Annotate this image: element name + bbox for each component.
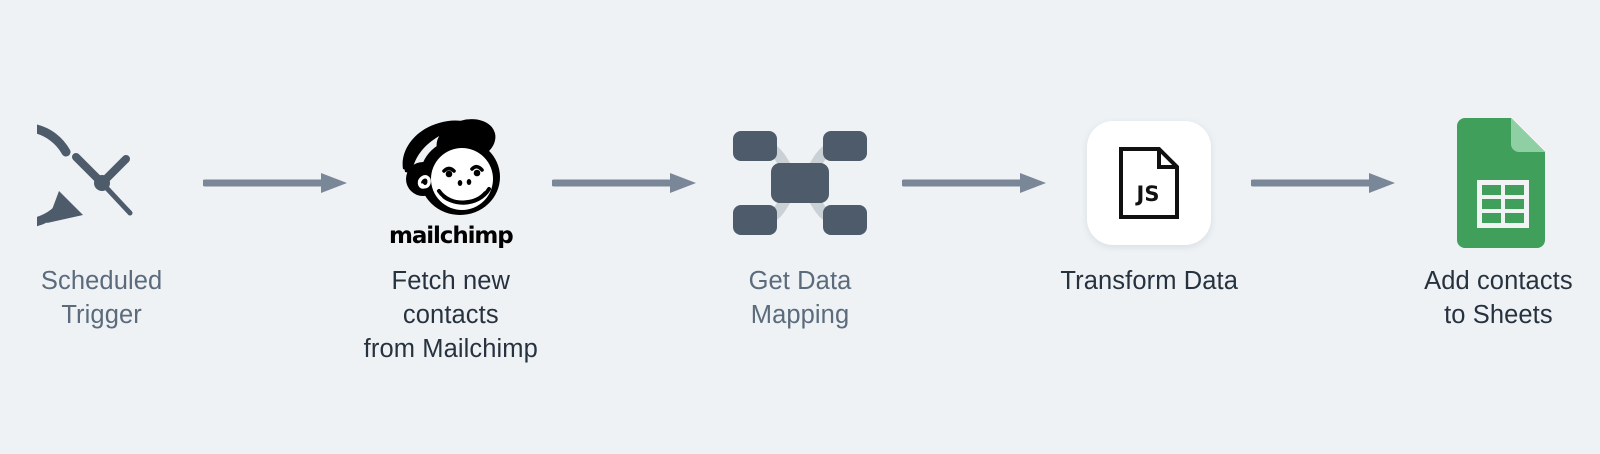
google-sheets-icon bbox=[1449, 118, 1547, 248]
js-label: JS bbox=[1135, 182, 1160, 206]
clock-rotate-icon bbox=[36, 118, 167, 248]
workflow-node-label: Transform Data bbox=[1060, 267, 1238, 295]
workflow-node-transform-data[interactable]: JS Transform Data bbox=[1048, 0, 1251, 298]
arrow-right-icon-3 bbox=[901, 0, 1048, 248]
workflow-node-add-contacts-sheets[interactable]: Add contacts to Sheets bbox=[1397, 0, 1600, 332]
arrow-right-icon-4 bbox=[1250, 0, 1397, 248]
arrow-right-icon-1 bbox=[203, 0, 349, 248]
workflow-node-label: Fetch new contacts from Mailchimp bbox=[363, 267, 538, 363]
mailchimp-wordmark: mailchimp bbox=[388, 223, 514, 249]
arrow-right-icon-2 bbox=[552, 0, 698, 248]
workflow-node-label: Get Data Mapping bbox=[748, 267, 852, 329]
workflow-node-label: Scheduled Trigger bbox=[40, 267, 163, 329]
mailchimp-icon: mailchimp bbox=[388, 118, 514, 249]
workflow-node-get-data-mapping[interactable]: Get Data Mapping bbox=[698, 0, 901, 332]
workflow-node-fetch-contacts[interactable]: mailchimp Fetch new contacts from Mailch… bbox=[349, 0, 552, 366]
data-mapping-icon bbox=[729, 118, 871, 248]
javascript-file-icon: JS bbox=[1087, 121, 1212, 245]
workflow-node-scheduled-trigger[interactable]: Scheduled Trigger bbox=[0, 0, 203, 332]
workflow-node-label: Add contacts to Sheets bbox=[1424, 267, 1573, 329]
